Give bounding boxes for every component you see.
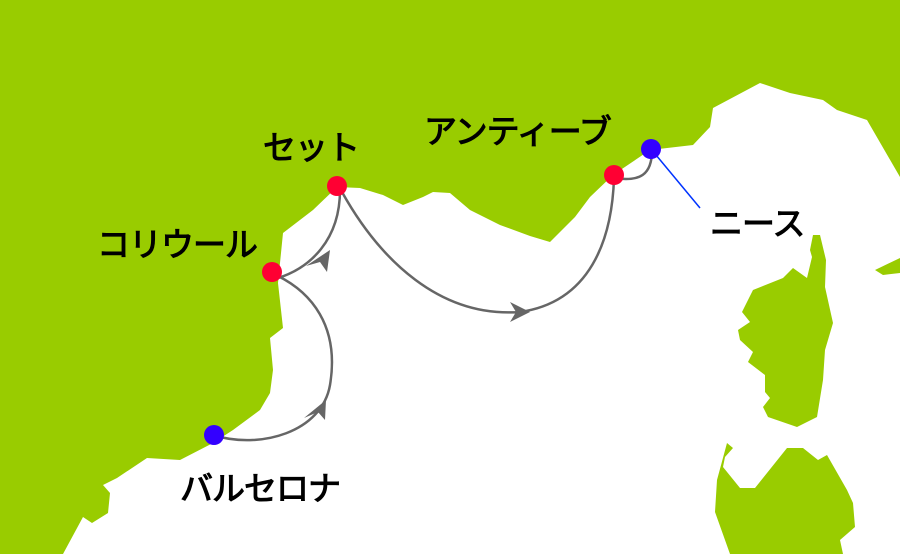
marker-barcelona[interactable] bbox=[204, 425, 224, 445]
route-barcelona-collioure bbox=[211, 274, 334, 442]
route-arrow-icon bbox=[510, 302, 530, 322]
label-sete: セット bbox=[263, 128, 360, 167]
label-barcelona: バルセロナ bbox=[180, 469, 341, 508]
coast-fragment-east bbox=[875, 258, 900, 275]
route-arrow-icon bbox=[304, 400, 326, 420]
route-collioure-sete bbox=[276, 188, 342, 280]
label-antibes: アンティーブ bbox=[424, 112, 612, 151]
island-corsica bbox=[738, 235, 833, 427]
marker-antibes[interactable] bbox=[604, 165, 624, 185]
marker-nice[interactable] bbox=[641, 139, 661, 159]
nice-leader-line bbox=[655, 154, 701, 209]
island-sardinia bbox=[715, 443, 855, 554]
route-arrow-icon bbox=[306, 250, 330, 272]
marker-collioure[interactable] bbox=[262, 262, 282, 282]
label-nice: ニース bbox=[710, 204, 805, 243]
label-collioure: コリウール bbox=[97, 225, 258, 264]
marker-sete[interactable] bbox=[327, 176, 347, 196]
